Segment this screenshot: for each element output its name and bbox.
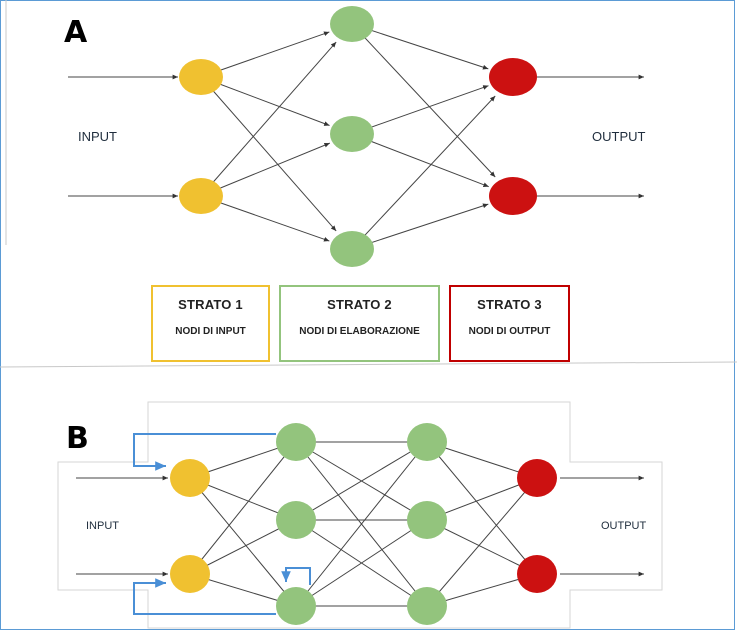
input-to-hidden1-edge [189,519,297,575]
input-to-hidden1-edge [189,441,297,575]
output-node [517,459,557,497]
panel-a-letter: A [64,15,88,50]
hidden2-to-output-edge [426,477,538,607]
input-node [170,459,210,497]
hidden-to-output-edge [351,85,489,135]
hidden2-node [407,587,447,625]
input-node [179,178,223,214]
hidden-to-output-edge [351,133,489,188]
panel-a-nodes [179,6,537,267]
legend-strato-1: STRATO 1 NODI DI INPUT [151,285,270,362]
hidden-to-output-edge [351,23,496,178]
panel-a-output-label: OUTPUT [592,129,646,144]
legend-strato-1-title: STRATO 1 [178,297,243,312]
legend-strato-3-subtitle: NODI DI OUTPUT [468,326,551,337]
input-to-hidden-edge [200,41,337,197]
hidden-to-output-edge [351,95,496,250]
output-node [517,555,557,593]
input-to-hidden1-edge [189,477,297,607]
hidden2-node [407,501,447,539]
hidden1-to-hidden2-edge [295,441,428,607]
hidden2-node [407,423,447,461]
legend-strato-3-title: STRATO 3 [477,297,542,312]
hidden1-node [276,423,316,461]
output-node [489,177,537,215]
hidden-to-output-edge [351,23,489,70]
hidden1-node [276,587,316,625]
feedback-arrow-bottom [133,578,276,615]
hidden-node [330,231,374,267]
input-to-hidden-edge [200,195,330,242]
panel-a-connections [68,23,644,250]
input-to-hidden-edge [200,76,330,126]
input-to-hidden-edge [200,76,337,232]
panel-b-feedback-arrows [133,433,311,615]
output-node [489,58,537,96]
legend-strato-3: STRATO 3 NODI DI OUTPUT [449,285,570,362]
panel-b-outline [57,401,663,629]
hidden1-to-hidden2-edge [295,441,428,521]
self-loop-arrow [281,567,311,585]
legend-strato-2-subtitle: NODI DI ELABORAZIONE [299,326,420,337]
legend-strato-2-title: STRATO 2 [327,297,392,312]
legend-strato-2: STRATO 2 NODI DI ELABORAZIONE [279,285,440,362]
hidden1-to-hidden2-edge [295,519,428,607]
feedback-arrow-top [133,433,276,471]
legend-strato-1-subtitle: NODI DI INPUT [175,326,246,337]
hidden-to-output-edge [351,203,489,250]
hidden-node [330,116,374,152]
input-node [179,59,223,95]
hidden-node [330,6,374,42]
input-node [170,555,210,593]
hidden2-to-output-edge [426,441,538,575]
input-to-hidden-edge [200,142,330,197]
panel-b-letter: B [66,421,89,456]
panel-b-input-label: INPUT [86,520,119,532]
input-to-hidden-edge [200,31,330,78]
panel-b-output-label: OUTPUT [601,520,647,532]
panel-b-nodes [170,423,557,625]
hidden1-node [276,501,316,539]
hidden2-to-output-edge [426,519,538,575]
panel-divider [0,361,737,368]
panel-a-input-label: INPUT [78,129,117,144]
